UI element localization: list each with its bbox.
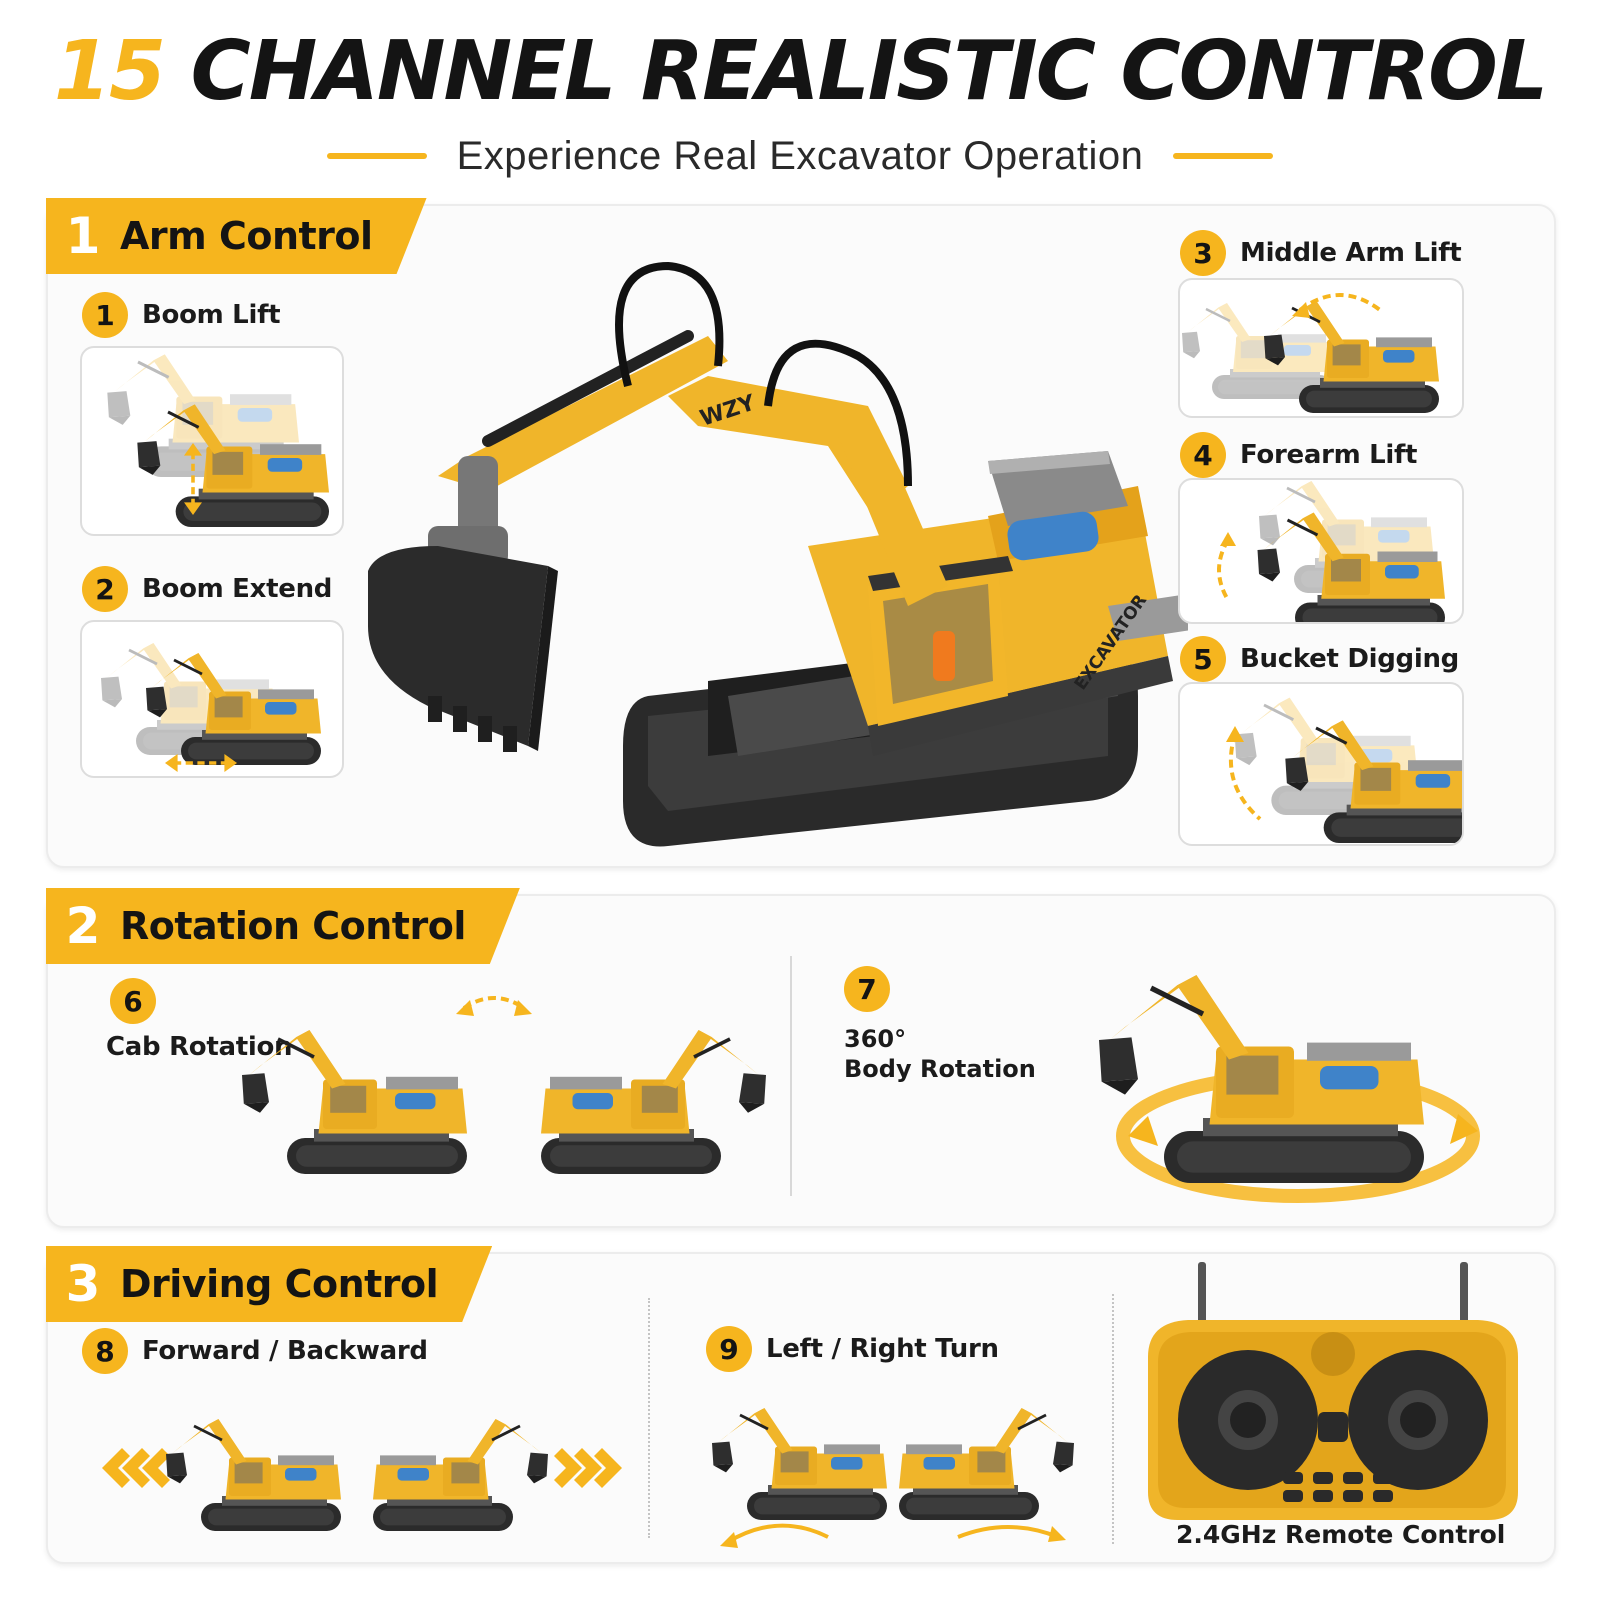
feature-label: Forearm Lift — [1240, 440, 1418, 470]
section-title: Arm Control — [120, 214, 373, 258]
subtitle-bar-left — [326, 153, 427, 159]
forward-backward-image — [72, 1378, 632, 1558]
arm-control-tab: 1 Arm Control — [46, 198, 427, 274]
curved-arrow-icon — [1298, 293, 1382, 312]
remote-control-image — [1128, 1262, 1538, 1524]
subtitle-row: Experience Real Excavator Operation — [0, 128, 1600, 184]
page-title: 15 CHANNEL REALISTIC CONTROL — [0, 22, 1600, 122]
bucket-digging-image — [1178, 682, 1464, 846]
boom-extend-image — [80, 620, 344, 778]
feature-boom-lift: 1 Boom Lift — [82, 292, 281, 338]
feature-boom-extend: 2 Boom Extend — [82, 566, 332, 612]
section-number: 2 — [65, 897, 101, 955]
feature-number-badge: 6 — [110, 978, 156, 1024]
feature-label-body-rotation: 360° Body Rotation — [844, 1024, 1036, 1084]
feature-number-badge: 1 — [82, 292, 128, 338]
forearm-lift-image — [1178, 478, 1464, 624]
arm-control-panel: 1 Arm Control 1 Boom Lift 2 Boom Extend — [46, 204, 1556, 868]
label-line: 360° — [844, 1025, 907, 1053]
curved-arrow-icon — [462, 996, 526, 1010]
feature-number-badge: 2 — [82, 566, 128, 612]
driving-control-panel: 3 Driving Control 8 Forward / Backward 9… — [46, 1252, 1556, 1564]
feature-label-cab-rotation: Cab Rotation — [106, 1032, 293, 1062]
cab-rotation-image — [224, 968, 794, 1198]
section-divider — [1112, 1294, 1114, 1544]
section-number: 3 — [65, 1255, 101, 1313]
feature-bucket-digging: 5 Bucket Digging — [1180, 636, 1459, 682]
feature-number-badge: 5 — [1180, 636, 1226, 682]
chevrons-left-icon — [102, 1448, 170, 1488]
title-text: CHANNEL REALISTIC CONTROL — [190, 24, 1548, 119]
feature-label: Bucket Digging — [1240, 644, 1459, 674]
feature-number-badge: 3 — [1180, 230, 1226, 276]
section-divider — [790, 956, 792, 1196]
feature-label: Boom Lift — [142, 300, 281, 330]
feature-number-badge: 7 — [844, 966, 890, 1012]
curved-arrow-icon — [1217, 538, 1230, 602]
remote-caption: 2.4GHz Remote Control — [1176, 1520, 1506, 1549]
rotation-control-panel: 2 Rotation Control 6 Cab Rotation 7 360°… — [46, 894, 1556, 1228]
feature-middle-arm-lift: 3 Middle Arm Lift — [1180, 230, 1462, 276]
subtitle: Experience Real Excavator Operation — [456, 133, 1144, 178]
curved-arrow-icon — [1228, 733, 1262, 821]
section-title: Driving Control — [120, 1262, 439, 1306]
curved-arrow-icon — [726, 1523, 829, 1544]
section-divider — [648, 1298, 650, 1538]
chevrons-right-icon — [554, 1448, 622, 1488]
feature-label: Forward / Backward — [142, 1336, 428, 1366]
body-rotation-image — [1008, 936, 1528, 1216]
boom-lift-image — [80, 346, 344, 536]
section-number: 1 — [65, 207, 101, 265]
excavator-main-image: WZY EXCAVATOR — [348, 226, 1188, 866]
antenna-right — [1460, 1262, 1468, 1332]
rotation-control-tab: 2 Rotation Control — [46, 888, 520, 964]
feature-number-badge: 8 — [82, 1328, 128, 1374]
feature-label: Left / Right Turn — [766, 1334, 999, 1364]
feature-label: Middle Arm Lift — [1240, 238, 1462, 268]
feature-left-right-turn: 9 Left / Right Turn — [706, 1326, 999, 1372]
double-arrow-vertical-icon — [184, 441, 202, 517]
feature-number-badge: 9 — [706, 1326, 752, 1372]
left-right-turn-image — [698, 1372, 1098, 1560]
curved-arrow-icon — [957, 1525, 1059, 1539]
feature-forearm-lift: 4 Forearm Lift — [1180, 432, 1417, 478]
subtitle-bar-right — [1173, 153, 1274, 159]
label-line: Body Rotation — [844, 1055, 1036, 1083]
antenna-left — [1198, 1262, 1206, 1332]
section-title: Rotation Control — [120, 904, 466, 948]
feature-number-badge: 4 — [1180, 432, 1226, 478]
middle-arm-lift-image — [1178, 278, 1464, 418]
feature-forward-backward: 8 Forward / Backward — [82, 1328, 428, 1374]
title-number: 15 — [53, 24, 166, 119]
feature-label: Boom Extend — [142, 574, 333, 604]
driving-control-tab: 3 Driving Control — [46, 1246, 492, 1322]
